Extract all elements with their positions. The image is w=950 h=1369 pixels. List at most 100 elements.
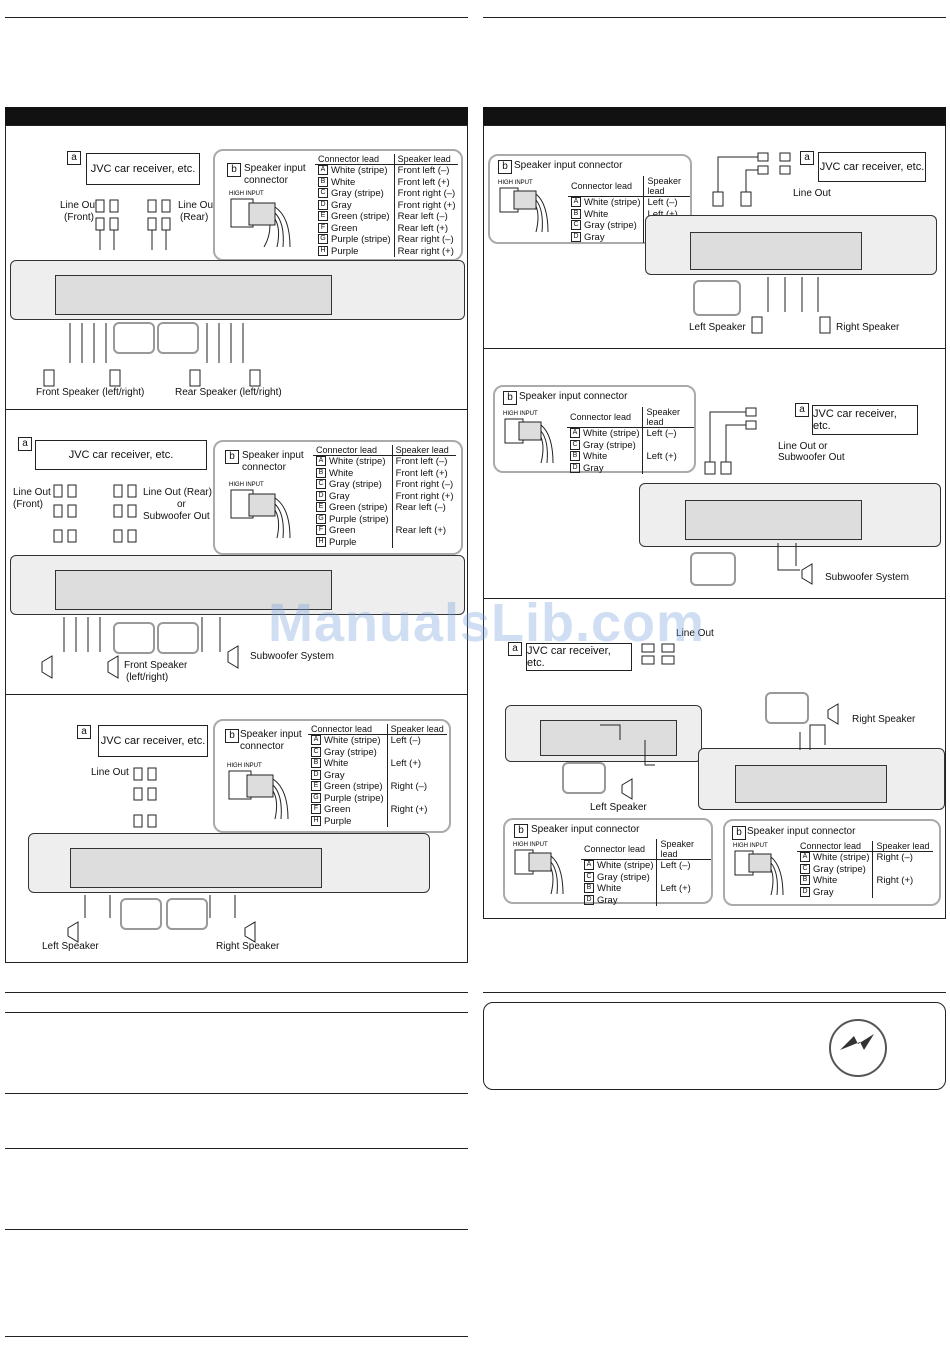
lead-color: White (583, 451, 608, 462)
speaker-lead-cell: Right (–) (386, 781, 447, 793)
speaker-wires-6 (600, 703, 839, 800)
left-speaker-label: Left Speaker (42, 941, 99, 952)
speaker-wires-4 (751, 277, 831, 334)
left-sep-1 (5, 409, 468, 410)
high-input-plug-icon: HIGH INPUT (733, 843, 784, 896)
line-out-label: Line Out (793, 188, 831, 199)
speaker-lead-cell (656, 894, 711, 906)
lower-rule-left-2 (5, 1012, 468, 1013)
speaker-lead-cell: Rear left (+) (391, 525, 457, 537)
speaker-lead-cell: Right (+) (872, 875, 933, 887)
tag-b: b (514, 824, 528, 838)
lead-letter: A (570, 428, 580, 439)
hpf-switch-3[interactable] (120, 898, 162, 930)
amp-panel-6 (540, 720, 677, 756)
receiver-box: JVC car receiver, etc. (86, 153, 200, 185)
lpf-switch-3[interactable] (166, 898, 208, 930)
lpf-switch-4[interactable] (693, 280, 741, 316)
lead-color: White (stripe) (584, 197, 641, 208)
lead-color: White (584, 208, 609, 220)
svg-text:HIGH INPUT: HIGH INPUT (733, 843, 768, 849)
lpf-switch-6[interactable] (765, 692, 809, 724)
svg-text:HIGH INPUT: HIGH INPUT (227, 763, 262, 769)
line-out-front-label: Line Out(Front) (60, 200, 98, 223)
speaker-lead-cell: Front right (+) (393, 199, 459, 211)
speaker-lead-cell (386, 769, 447, 781)
high-input-plug-icon: HIGH INPUT (503, 411, 554, 464)
hpf-switch-1[interactable] (113, 322, 155, 354)
tag-a: a (77, 725, 91, 739)
lpf-switch-2[interactable] (157, 622, 199, 654)
svg-text:HIGH INPUT: HIGH INPUT (229, 482, 264, 488)
lead-letter: B (570, 451, 580, 462)
lead-color: Green (331, 222, 358, 234)
lead-letter: D (571, 231, 581, 242)
lead-color: Purple (stripe) (324, 792, 384, 804)
speaker-lead-cell: Front right (–) (393, 188, 459, 200)
lpf-switch-1[interactable] (157, 322, 199, 354)
lead-color: Gray (stripe) (324, 746, 377, 758)
lead-letter: B (311, 758, 321, 769)
lead-letter: C (316, 479, 326, 490)
speaker-lead-cell: Rear right (+) (393, 245, 459, 257)
lead-color: White (stripe) (331, 165, 388, 176)
lower-rule-left-3 (5, 1093, 468, 1094)
lead-color: Purple (331, 245, 359, 257)
watermark: ManualsLib.com (268, 593, 706, 653)
right-speaker-label: Right Speaker (216, 941, 280, 952)
lead-color: Green (stripe) (324, 781, 383, 792)
lead-letter: B (584, 883, 594, 894)
header-bar-right (483, 107, 946, 125)
lead-letter: A (800, 852, 810, 863)
lead-letter: C (311, 746, 321, 757)
tag-b: b (503, 391, 517, 405)
lead-letter: D (584, 894, 594, 905)
lead-color: Gray (331, 199, 352, 211)
speaker-lead-cell: Rear right (–) (393, 234, 459, 246)
header-bar-left (5, 107, 468, 125)
high-input-plug-icon: HIGH INPUT (498, 180, 549, 233)
lead-color: White (stripe) (583, 428, 640, 439)
lpf-switch-5[interactable] (690, 552, 736, 586)
lead-letter: A (571, 197, 581, 208)
high-input-plug-icon: HIGH INPUT (513, 842, 564, 895)
lower-rule-left-4 (5, 1148, 468, 1149)
svg-text:HIGH INPUT: HIGH INPUT (229, 191, 264, 197)
lead-letter: A (316, 456, 326, 467)
lead-letter: C (570, 439, 580, 450)
speaker-wires-1 (43, 323, 261, 387)
hpf-switch-2[interactable] (113, 622, 155, 654)
lead-color: Gray (597, 894, 618, 906)
rear-speaker-label: Rear Speaker (left/right) (175, 387, 282, 398)
speaker-lead-cell (872, 886, 933, 898)
speaker-lead-cell (642, 462, 694, 474)
lower-rule-left-5 (5, 1229, 468, 1230)
speaker-lead-cell: Left (+) (656, 883, 711, 895)
lpf-switch-7[interactable] (562, 762, 606, 794)
tag-b: b (225, 729, 239, 743)
